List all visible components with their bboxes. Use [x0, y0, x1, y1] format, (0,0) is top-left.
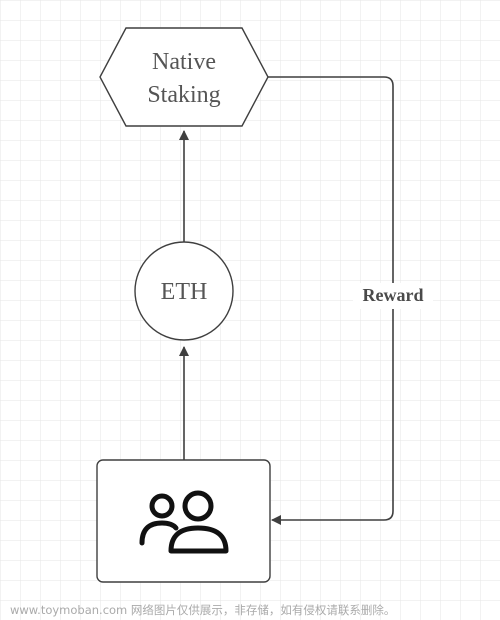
node-label-line1: Native: [152, 49, 216, 75]
users-icon: [139, 490, 229, 554]
node-label-line2: Staking: [147, 82, 220, 108]
edge-label-reward: Reward: [363, 285, 424, 305]
watermark-text: www.toymoban.com 网络图片仅供展示，非存储，如有侵权请联系删除。: [10, 603, 395, 617]
hexagon-shape: [99, 27, 269, 127]
node-label-eth: ETH: [161, 279, 208, 305]
edge-label-background: [353, 283, 433, 309]
node-eth[interactable]: ETH: [134, 241, 234, 341]
rounded-rect-shape: [96, 459, 271, 583]
circle-shape: [134, 241, 234, 341]
node-users[interactable]: [96, 459, 271, 583]
node-native-staking[interactable]: Native Staking: [99, 27, 269, 127]
